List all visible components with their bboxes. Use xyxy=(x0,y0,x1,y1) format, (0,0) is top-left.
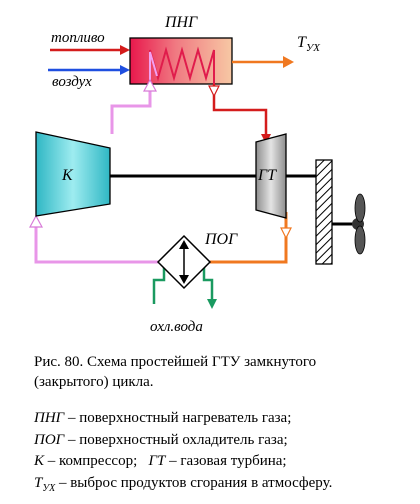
legend-abbr: ПНГ xyxy=(34,410,65,426)
legend-text: – поверхностный нагреватель газа; xyxy=(64,410,292,426)
cooler-pog xyxy=(156,234,212,290)
legend-row-pog: ПОГ – поверхностный охладитель газа; xyxy=(34,430,414,452)
legend-abbr: К xyxy=(34,453,44,469)
cooling-water-label: охл.вода xyxy=(150,319,203,335)
heater-png-label: ПНГ xyxy=(164,14,198,31)
air-label: воздух xyxy=(52,74,92,90)
legend-abbr-sub: УХ xyxy=(42,482,56,494)
exhaust-arrow xyxy=(232,56,294,68)
turbine-label: ГТ xyxy=(257,167,277,184)
legend: ПНГ – поверхностный нагреватель газа; ПО… xyxy=(34,408,414,499)
legend-abbr: ПОГ xyxy=(34,431,65,448)
cooler-pog-label: ПОГ xyxy=(204,231,238,248)
fuel-label: топливо xyxy=(51,30,105,46)
gearbox-block xyxy=(315,159,333,265)
compressed-gas-line xyxy=(110,78,158,134)
legend-text: – газовая турбина; xyxy=(165,453,287,469)
exhaust-t-label: TУХ xyxy=(297,34,321,54)
legend-text: – компрессор; xyxy=(43,453,138,469)
legend-row-t: TУХ – выброс продуктов сгорания в атмосф… xyxy=(34,473,414,500)
air-input-arrow xyxy=(48,65,130,75)
compressor-k xyxy=(35,131,111,217)
legend-text: – поверхностный охладитель газа; xyxy=(64,431,288,448)
compressor-label: К xyxy=(61,167,74,184)
hot-gas-line xyxy=(208,84,271,144)
cooled-gas-line xyxy=(28,214,160,264)
legend-row-png: ПНГ – поверхностный нагреватель газа; xyxy=(34,408,414,430)
fuel-input-arrow xyxy=(50,45,130,55)
heater-png-box xyxy=(129,37,233,85)
figure-caption: Рис. 80. Схема простейшей ГТУ замкнутого… xyxy=(34,352,404,392)
legend-abbr: T xyxy=(34,474,43,491)
turbine-exhaust-line xyxy=(210,212,292,264)
propeller xyxy=(352,193,366,255)
gtu-closed-cycle-diagram: топливо воздух ПНГ TУХ К ГТ ПОГ охл.вода xyxy=(28,14,366,335)
gas-turbine-gt xyxy=(255,133,287,219)
caption-line-1: Рис. 80. Схема простейшей ГТУ замкнутого xyxy=(34,354,317,370)
caption-line-2: (закрытого) цикла. xyxy=(34,374,154,390)
cooling-water-lines xyxy=(152,262,217,309)
legend-text: – выброс продуктов сгорания в атмосферу. xyxy=(55,474,333,491)
legend-abbr: ГТ xyxy=(148,453,166,469)
heater-coil-inner xyxy=(149,51,158,80)
legend-row-k-gt: К – компрессор; ГТ – газовая турбина; xyxy=(34,451,414,473)
